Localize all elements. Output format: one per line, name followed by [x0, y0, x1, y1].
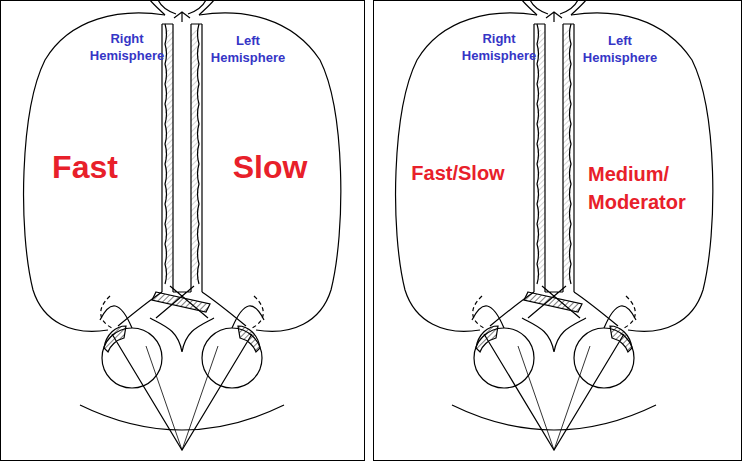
speed-label: Fast/Slow — [393, 160, 523, 186]
hemisphere-label: Left Hemisphere — [575, 32, 665, 66]
speed-label: Medium/ Moderator — [588, 160, 713, 216]
hemisphere-label: Right Hemisphere — [458, 30, 540, 64]
speed-label: Fast — [30, 148, 140, 186]
panel-border — [374, 1, 742, 461]
brain-drawing — [396, 0, 713, 450]
speed-label: Slow — [215, 148, 325, 186]
brain-drawing — [24, 0, 341, 450]
hemisphere-label: Left Hemisphere — [203, 32, 293, 66]
panel-border — [1, 1, 365, 461]
hemisphere-label: Right Hemisphere — [86, 30, 168, 64]
